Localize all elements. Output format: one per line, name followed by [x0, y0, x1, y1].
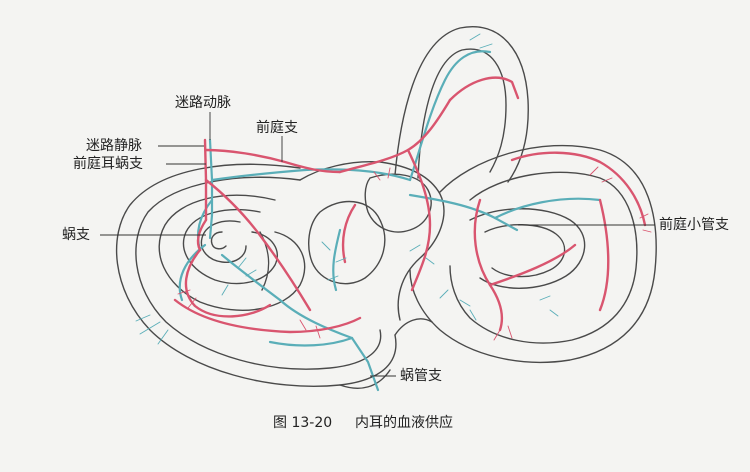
label-qian-ting-er-wo-zhi: 前庭耳蜗支 — [73, 156, 143, 172]
superior-canal-outer — [394, 26, 529, 183]
figure-number: 图 13-20 — [273, 415, 333, 431]
vein-vestibule — [210, 168, 307, 182]
vein-cochlea-branch-2 — [220, 253, 282, 302]
artery-posterior-lower — [598, 198, 610, 312]
capillary-11 — [589, 166, 613, 183]
cochlea-outer-outline — [115, 163, 397, 387]
vestibulocochlear-branch-artery — [204, 178, 312, 312]
cochlea-apex — [210, 231, 227, 250]
utricle-outline — [364, 173, 432, 233]
capillary-8 — [177, 289, 197, 309]
cochlea-turn-3 — [200, 220, 247, 263]
label-mi-lu-dong-mai: 迷路动脉 — [175, 95, 231, 111]
cochlea-canal-junction — [339, 369, 391, 389]
artery-posterior-canal — [510, 151, 647, 227]
figure-title: 内耳的血液供应 — [355, 415, 454, 431]
saccule-outline — [308, 200, 386, 285]
cochlea-turn-2 — [182, 208, 278, 285]
capillary-12 — [639, 213, 652, 233]
artery-superior-canal — [448, 76, 520, 102]
vein-superior-canal — [408, 50, 492, 182]
vein-posterior — [493, 197, 602, 220]
vestibule-outline — [299, 160, 445, 321]
capillary-4 — [439, 289, 477, 321]
label-wo-zhi: 蜗支 — [62, 227, 90, 243]
labyrinthine-vein-trunk — [208, 138, 214, 240]
capillary-2 — [221, 257, 257, 296]
capillary-5 — [539, 295, 559, 317]
lateral-canal-inner — [484, 224, 566, 278]
figure-caption: 图 13-20 内耳的血液供应 — [273, 415, 453, 431]
cochlea-turn-1 — [158, 194, 306, 311]
superior-canal-inner — [417, 48, 507, 179]
capillary-7 — [469, 33, 493, 49]
vein-to-cochlear-duct — [278, 298, 354, 340]
vestibular-branch-artery — [204, 148, 342, 174]
capillary-10 — [373, 167, 391, 181]
capillary-3 — [321, 241, 347, 281]
cochlea-inner-outline — [135, 176, 382, 370]
capillary-9 — [299, 319, 321, 339]
vein-duct-branch — [268, 336, 354, 347]
posterior-canal-outer — [409, 144, 657, 363]
label-wo-guan-zhi: 蜗管支 — [400, 368, 442, 384]
label-mi-lu-jing-mai: 迷路静脉 — [86, 138, 142, 154]
vein-saccule — [332, 228, 342, 292]
capillary-1 — [135, 314, 169, 345]
posterior-canal-inner — [449, 171, 638, 344]
capillary-6 — [409, 244, 435, 265]
label-qian-ting-xiao-guan-zhi: 前庭小管支 — [659, 217, 729, 233]
artery-saccule — [341, 203, 357, 264]
label-qian-ting-zhi: 前庭支 — [256, 120, 298, 136]
artery-cochlea-lower — [173, 298, 362, 334]
cochlear-branch-artery — [196, 218, 208, 252]
capillary-13 — [493, 325, 513, 341]
cochlear-duct-vein — [350, 336, 380, 392]
ampulla-outline — [394, 318, 433, 336]
artery-lateral-2 — [488, 243, 577, 287]
artery-cochlea-turn — [184, 248, 272, 318]
vein-to-vestibular-aqueduct — [408, 193, 519, 232]
artery-vestibule-descend — [406, 148, 432, 292]
